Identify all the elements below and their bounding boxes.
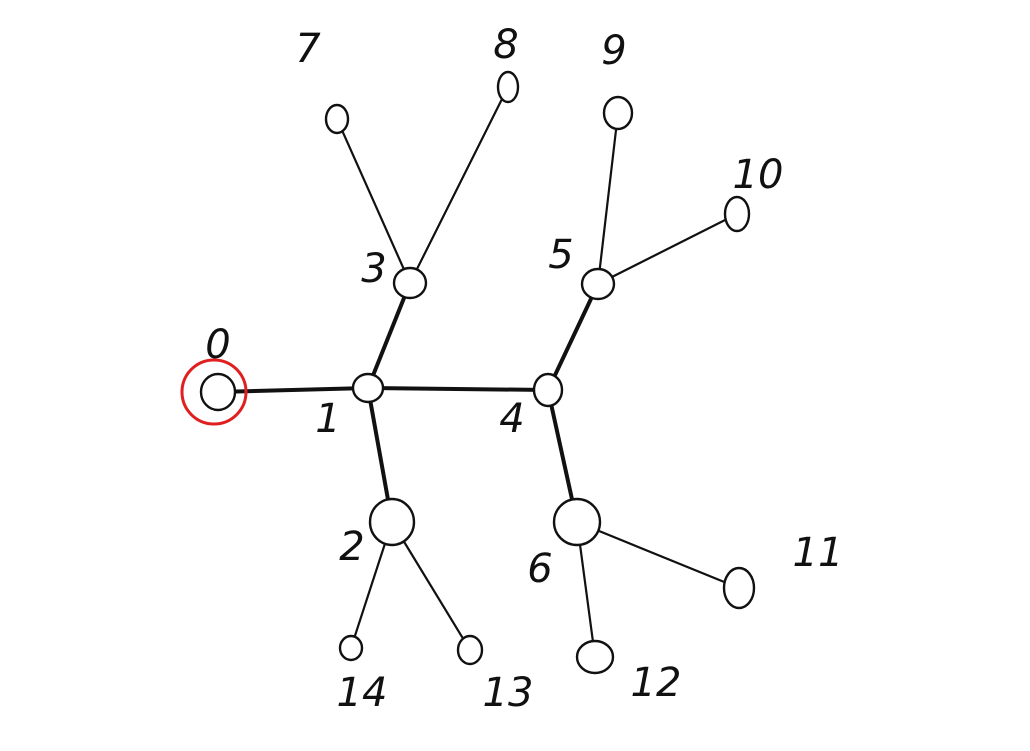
edge-6-11 (575, 520, 741, 590)
node-9 (602, 95, 634, 131)
node-label-14: 14 (337, 670, 388, 716)
node-label-11: 11 (793, 530, 844, 576)
node-label-3: 3 (361, 246, 386, 292)
node-4 (532, 372, 564, 408)
node-label-9: 9 (601, 28, 626, 74)
edges-layer (216, 85, 741, 659)
node-11 (722, 566, 756, 610)
node-13 (456, 634, 484, 666)
node-7 (324, 103, 350, 135)
node-2 (368, 497, 416, 547)
node-label-7: 7 (295, 26, 321, 72)
node-3 (392, 266, 428, 300)
edge-3-8 (408, 85, 510, 285)
edge-1-4 (366, 386, 550, 392)
node-10 (723, 195, 751, 233)
highlight-layer (180, 358, 248, 426)
node-label-8: 8 (493, 22, 518, 68)
node-1 (351, 372, 385, 404)
node-0 (199, 372, 237, 412)
node-label-6: 6 (527, 546, 552, 592)
node-label-13: 13 (483, 670, 534, 716)
node-label-2: 2 (339, 524, 364, 570)
node-8 (496, 70, 520, 104)
node-label-4: 4 (499, 396, 524, 442)
node-12 (575, 639, 615, 675)
edge-2-13 (390, 520, 472, 652)
highlight-ring (180, 358, 248, 426)
edge-0-1 (216, 386, 370, 394)
edge-5-10 (596, 212, 739, 286)
nodes-layer (199, 70, 756, 675)
edge-3-7 (335, 117, 412, 285)
node-5 (580, 267, 616, 301)
node-label-10: 10 (733, 152, 784, 198)
node-label-5: 5 (548, 232, 573, 278)
node-6 (552, 497, 602, 547)
edge-5-9 (596, 111, 620, 286)
edge-4-5 (546, 282, 600, 392)
node-label-12: 12 (631, 660, 682, 706)
node-label-1: 1 (315, 396, 340, 442)
edge-1-3 (366, 281, 412, 390)
node-14 (338, 634, 364, 662)
